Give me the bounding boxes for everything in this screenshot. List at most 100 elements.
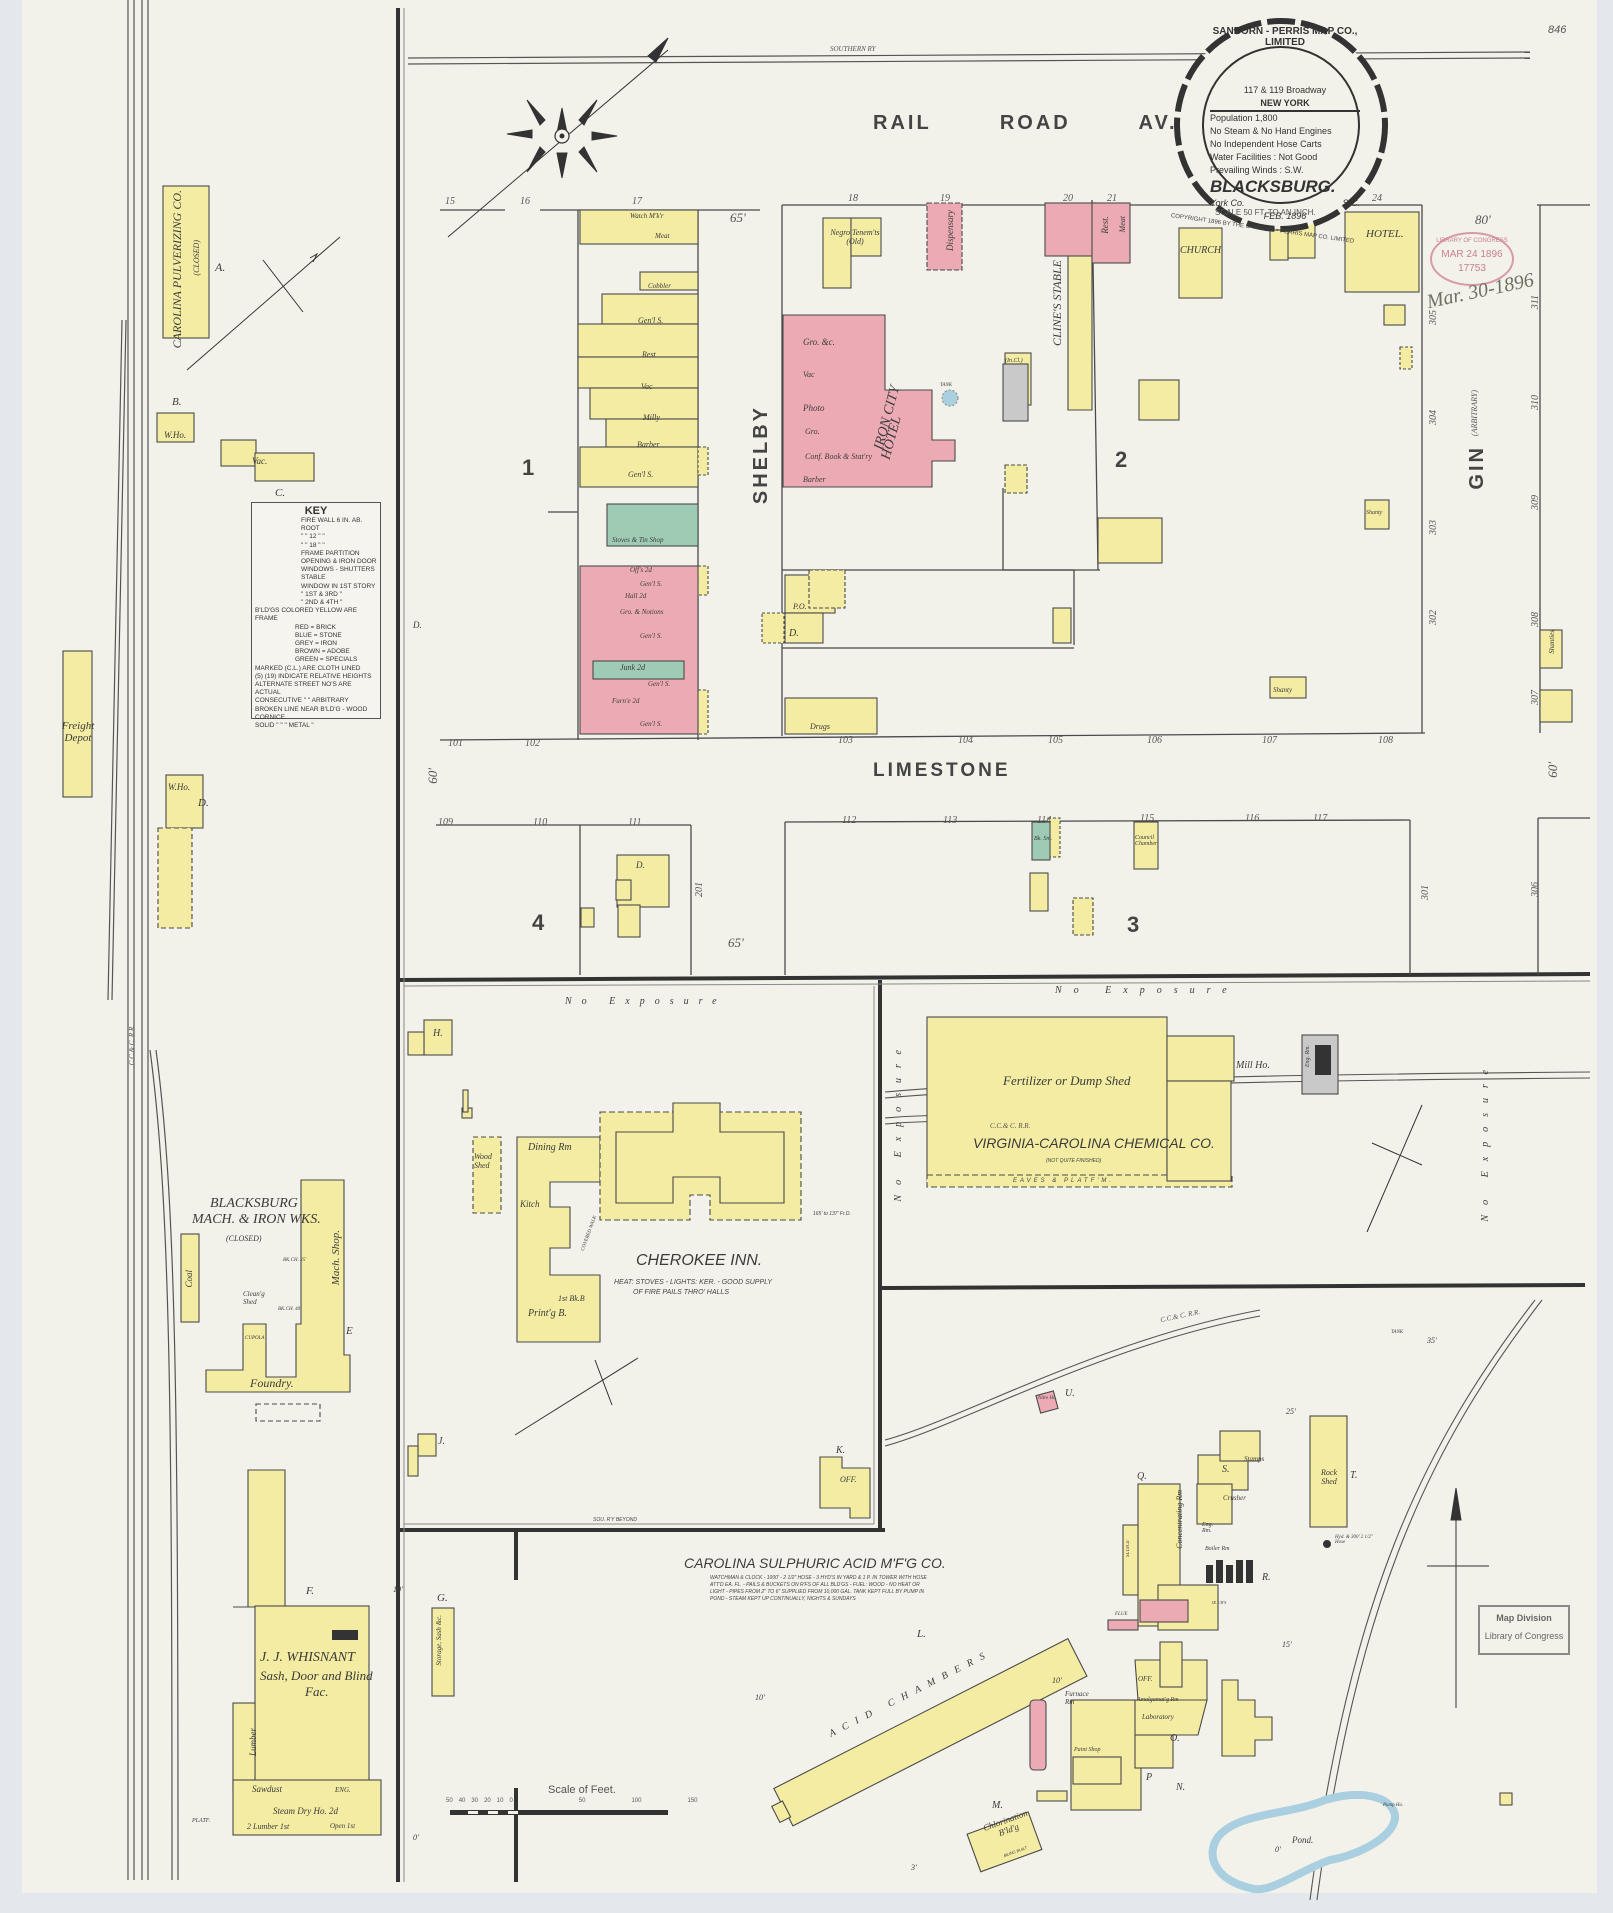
shop-label: Watch M'k'r: [630, 212, 664, 220]
house-number: 309: [1530, 495, 1541, 510]
scale-tick: 40: [458, 1798, 466, 1804]
letter-l: L.: [917, 1628, 926, 1640]
house-number: 109: [438, 817, 453, 828]
label-freight-depot: Freight Depot: [61, 720, 95, 744]
label-stamps: Stamps: [1244, 1455, 1265, 1463]
shop-label: Gen'l S.: [628, 470, 654, 479]
label-drugs: Drugs: [810, 722, 831, 731]
street-gin-note: (ARBITRARY): [1470, 390, 1479, 437]
stamp-number: 17753: [1458, 263, 1486, 274]
title-seal: [1174, 18, 1388, 232]
label-storage: Storage, Sash &c.: [435, 1615, 443, 1666]
street-southern-ry: SOUTHERN RY: [830, 45, 876, 53]
letter-g: G.: [437, 1592, 448, 1604]
scale-tick: 20: [484, 1798, 491, 1804]
label-iron-works-1: BLACKSBURG: [210, 1196, 298, 1211]
house-number: 111: [628, 817, 642, 828]
label-concentrating: Concentrating Rm: [1175, 1490, 1184, 1549]
label-tank: TANK: [940, 383, 953, 388]
street-gin: GIN: [1466, 445, 1488, 490]
page-number: 846: [1548, 24, 1567, 36]
key-row: " 2ND & 4TH ": [301, 599, 343, 607]
label-cleaning-shed: Clean'g Shed: [243, 1290, 265, 1306]
house-number: 15: [445, 196, 455, 207]
house-number: 16: [520, 196, 530, 207]
key-row: WINDOWS - SHUTTERS: [301, 566, 375, 574]
house-number: 18: [848, 193, 858, 204]
letter-c: C.: [275, 487, 286, 499]
label-lumber-1st: 2 Lumber 1st: [247, 1822, 290, 1831]
map-key: KEY FIRE WALL 6 IN. AB. ROOT " " 12 " " …: [251, 502, 381, 729]
width-60-left: 60': [425, 768, 440, 784]
width-65-top: 65': [730, 210, 746, 225]
hotel-shop: Photo: [803, 403, 825, 413]
height-10: 10': [393, 1585, 403, 1594]
house-number: 19: [940, 193, 950, 204]
label-kitch: Kitch: [520, 1199, 540, 1209]
street-limestone: LIMESTONE: [873, 760, 1011, 781]
house-number: 114: [1037, 815, 1052, 826]
house-number: 101: [448, 738, 463, 749]
seal-population: Population 1,800: [1210, 113, 1278, 123]
label-shanty-1: Shanty: [1366, 510, 1383, 516]
letter-k: K.: [836, 1445, 846, 1456]
house-number: 301: [1420, 885, 1431, 900]
house-number: 20: [1063, 193, 1073, 204]
seal-county: York Co.: [1210, 198, 1245, 208]
label-foundry: Foundry.: [250, 1376, 294, 1390]
label-printing: Print'g B.: [528, 1308, 567, 1319]
house-number: 304: [1428, 410, 1439, 425]
label-d-who: W.Ho.: [168, 782, 191, 792]
house-number: 308: [1530, 612, 1541, 627]
label-shanty-2: Shanty: [1273, 686, 1293, 694]
label-pond: Pond.: [1292, 1835, 1314, 1845]
height-marker: 25': [1286, 1407, 1296, 1416]
width-60-right: 60': [1545, 762, 1560, 778]
seal-date: FEB. 1896: [1263, 211, 1307, 221]
letter-e: E: [346, 1325, 353, 1337]
label-fertilizer-shed: Fertilizer or Dump Shed: [1003, 1073, 1131, 1088]
hotel-shop: Gro.: [805, 427, 820, 436]
label-va-carolina-status: (NOT QUITE FINISHED): [1046, 1158, 1102, 1164]
house-number: 108: [1378, 735, 1393, 746]
block-number-2: 2: [1115, 447, 1128, 472]
key-row: WINDOW IN 1ST STORY: [301, 582, 376, 590]
shop-label: Gen'l S.: [640, 632, 663, 640]
label-sawdust: Sawdust: [252, 1784, 283, 1794]
seal-address: 117 & 119 Broadway: [1243, 85, 1327, 95]
label-dining-rm: Dining Rm: [528, 1142, 572, 1153]
label-church: CHURCH: [1180, 245, 1222, 256]
label-whisnant-sub2: Fac.: [305, 1684, 329, 1699]
label-nitre: Nitre Ho.: [1038, 1396, 1057, 1401]
house-number: 302: [1428, 610, 1439, 625]
label-bath: 1st Bk.B: [558, 1294, 585, 1303]
house-number: 113: [943, 815, 958, 826]
shop-label: Gen'l S.: [640, 580, 663, 588]
house-number: 305: [1428, 310, 1439, 325]
key-row: " 1ST & 3RD ": [301, 590, 342, 598]
block-number-4: 4: [532, 910, 545, 935]
house-number: 115: [1140, 813, 1155, 824]
stamp2-line1: Map Division: [1496, 1613, 1552, 1623]
house-number: 310: [1530, 395, 1541, 410]
label-meat: Meat: [1118, 216, 1127, 233]
shop-label: Gen'l S.: [638, 316, 664, 325]
label-platf: PLATF.: [192, 1818, 211, 1824]
label-clines-stable: CLINE'S STABLE: [1050, 260, 1064, 347]
label-crusher: Crusher: [1223, 1494, 1246, 1502]
house-number: 303: [1428, 520, 1439, 535]
stamp-date: MAR 24 1896: [1441, 249, 1503, 260]
letter-r: R.: [1262, 1572, 1271, 1583]
letter-s: S.: [1222, 1464, 1230, 1475]
house-number: 306: [1530, 882, 1541, 897]
label-sluice: SLUICE: [1126, 1540, 1131, 1557]
no-exposure-va-left: No Exposure: [893, 1040, 904, 1202]
height-0: 0': [413, 1833, 419, 1842]
label-open-1st: Open 1st: [330, 1822, 356, 1830]
label-d3: D.: [636, 860, 645, 870]
scale-tick: 0: [509, 1798, 513, 1804]
hotel-shop: Barber: [803, 475, 826, 484]
letter-o: O.: [1170, 1733, 1180, 1744]
label-mach-shop: Mach. Shop.: [330, 1230, 342, 1286]
shop-label: Furn'e 2d: [612, 697, 640, 705]
